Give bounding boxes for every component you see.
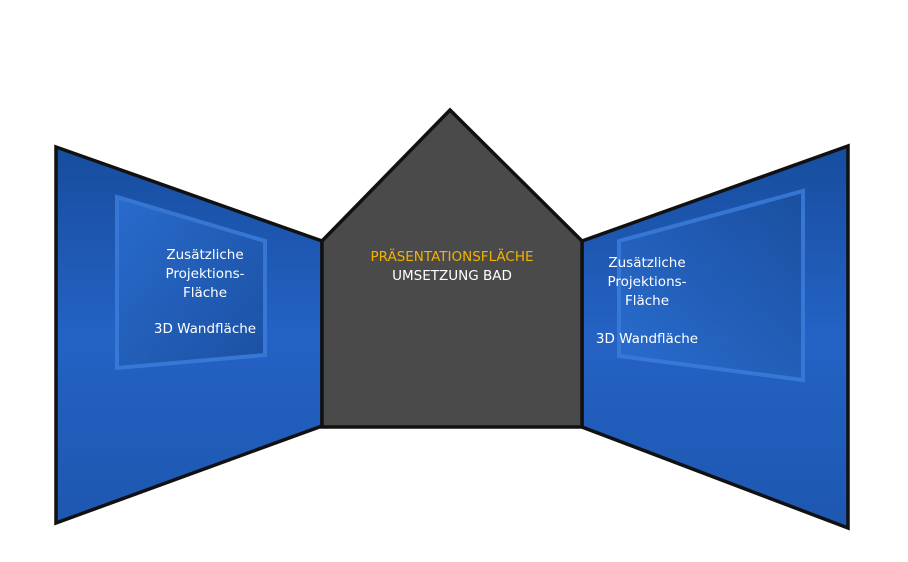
- center-subtitle: UMSETZUNG BAD: [392, 268, 512, 284]
- left-label-line3: Fläche: [182, 285, 228, 301]
- left-label-line1: Zusätzliche: [166, 247, 244, 263]
- right-label-line1: Zusätzliche: [608, 255, 686, 271]
- center-title: PRÄSENTATIONSFLÄCHE: [370, 249, 534, 265]
- right-label-line2: Projektions-: [607, 274, 687, 290]
- right-label-line4: 3D Wandfläche: [595, 331, 699, 347]
- left-label-line4: 3D Wandfläche: [153, 321, 257, 337]
- center-presentation-wall: [320, 107, 584, 429]
- left-label-line2: Projektions-: [165, 266, 245, 282]
- left-projection-screen: [115, 194, 267, 371]
- right-label-line3: Fläche: [624, 293, 670, 309]
- right-projection-screen: [617, 188, 805, 383]
